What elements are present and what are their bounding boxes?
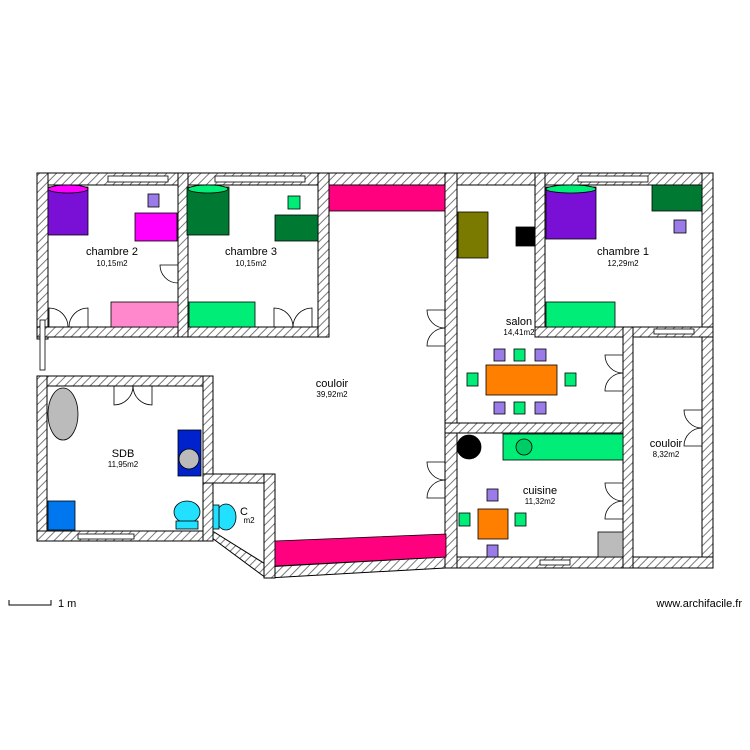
room-area-wc: m2 (243, 516, 255, 525)
room-name-couloir2: couloir (650, 438, 683, 450)
toilet-icon (173, 500, 201, 524)
pillow-icon (545, 184, 597, 194)
watermark: www.archifacile.fr (655, 598, 742, 610)
chair-icon (514, 512, 527, 527)
basin-icon (178, 448, 200, 470)
chair-icon (513, 348, 526, 362)
room-area-sdb: 11,95m2 (108, 460, 139, 469)
wardrobe-icon (545, 301, 616, 328)
doors (48, 260, 703, 520)
room-area-couloir2: 8,32m2 (653, 450, 680, 459)
chair-icon (493, 401, 506, 415)
toilet-icon (212, 504, 220, 530)
room-labels: chambre 2 10,15m2 chambre 3 10,15m2 cham… (86, 246, 683, 525)
sideboard-icon (328, 184, 446, 212)
toilet-icon (175, 520, 199, 530)
room-name-wc: C (240, 506, 248, 518)
windows (39, 175, 695, 566)
sideboard-icon (274, 533, 447, 567)
shower-icon (47, 500, 76, 531)
room-name-couloir: couloir (316, 378, 349, 390)
speaker-icon (515, 226, 536, 247)
room-name-sdb: SDB (112, 448, 135, 460)
wardrobe-icon (110, 301, 179, 328)
furniture (47, 184, 703, 567)
room-area-couloir: 39,92m2 (316, 390, 348, 399)
room-area-cuisine: 11,32m2 (525, 497, 556, 506)
walls (36, 172, 714, 579)
room-area-chambre1: 12,29m2 (607, 259, 639, 268)
wardrobe-icon (188, 301, 256, 328)
chair-icon (513, 401, 526, 415)
bed-icon (47, 186, 89, 236)
room-name-chambre3: chambre 3 (225, 246, 277, 258)
armchair-icon (457, 211, 489, 259)
chair-icon (564, 372, 577, 387)
bed-icon (545, 186, 597, 240)
chair-icon (534, 401, 547, 415)
chair-icon (534, 348, 547, 362)
bed-icon (186, 186, 230, 236)
room-area-salon: 14,41m2 (503, 328, 535, 337)
fridge-icon (597, 531, 624, 558)
desk-icon (274, 214, 319, 242)
chair-icon (147, 193, 160, 208)
chair-icon (493, 348, 506, 362)
room-area-chambre2: 10,15m2 (96, 259, 128, 268)
chair-icon (466, 372, 479, 387)
room-name-chambre1: chambre 1 (597, 246, 649, 258)
kitchen-table-icon (477, 508, 509, 540)
stove-icon (456, 434, 482, 460)
bathtub-icon (47, 387, 79, 441)
chair-icon (673, 219, 687, 234)
chair-icon (486, 544, 499, 558)
desk-icon (134, 212, 178, 242)
scale-label: 1 m (58, 598, 76, 610)
pillow-icon (187, 184, 229, 194)
room-area-chambre3: 10,15m2 (235, 259, 267, 268)
scale-bar: 1 m (8, 598, 76, 610)
chair-icon (458, 512, 471, 527)
chair-icon (287, 195, 301, 210)
desk-icon (651, 184, 703, 212)
sink-icon (515, 438, 533, 456)
pillow-icon (47, 184, 89, 194)
dining-table-icon (485, 364, 558, 396)
chair-icon (486, 488, 499, 502)
room-name-cuisine: cuisine (523, 485, 557, 497)
room-name-salon: salon (506, 316, 532, 328)
room-name-chambre2: chambre 2 (86, 246, 138, 258)
